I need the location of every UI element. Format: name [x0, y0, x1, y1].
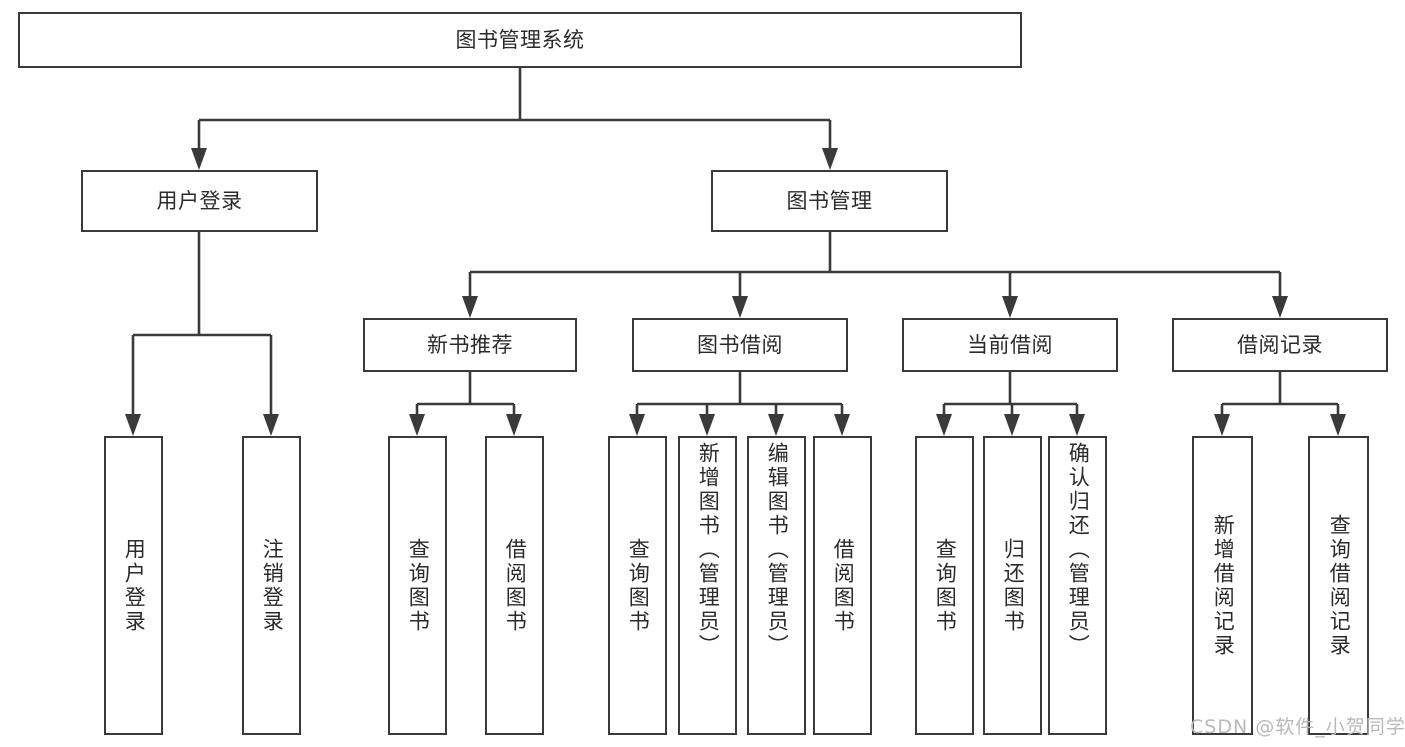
group-2-drop-1-arrowhead — [1004, 414, 1020, 436]
node-leaf-19[interactable]: 查询借阅记录 — [1308, 436, 1369, 735]
node-label: 查询图书 — [933, 537, 958, 634]
group-1-drop-0-arrowhead — [629, 414, 645, 436]
root-drop-1-arrowhead — [822, 148, 838, 170]
group-1-drop-1-arrowhead — [699, 414, 715, 436]
node-label: 查询图书 — [626, 537, 651, 634]
group-2-drop-0-arrowhead — [936, 414, 952, 436]
node-label: 借阅图书 — [503, 537, 528, 634]
group-2-drop-2-arrowhead — [1069, 414, 1085, 436]
group-0-drop-1-arrowhead — [506, 414, 522, 436]
node-leaf-8[interactable]: 注销登录 — [242, 436, 301, 735]
group-3-drop-0-arrowhead — [1214, 414, 1230, 436]
node-level1-2[interactable]: 图书管理 — [711, 170, 948, 232]
node-label: 用户登录 — [156, 188, 243, 213]
group-1-drop-3-arrowhead — [834, 414, 850, 436]
node-leaf-14[interactable]: 借阅图书 — [813, 436, 872, 735]
manage-drop-1-arrowhead — [732, 296, 748, 318]
node-label: 新增借阅记录 — [1211, 513, 1236, 658]
login-drop-0-arrowhead — [125, 414, 141, 436]
manage-drop-2-arrowhead — [1002, 296, 1018, 318]
node-label: 借阅图书 — [831, 537, 856, 634]
group-3-drop-1-arrowhead — [1330, 414, 1346, 436]
manage-drop-0-arrowhead — [462, 296, 478, 318]
node-level1-1[interactable]: 用户登录 — [81, 170, 318, 232]
node-level2-3[interactable]: 新书推荐 — [363, 318, 577, 372]
node-leaf-18[interactable]: 新增借阅记录 — [1192, 436, 1253, 735]
node-label: 确认归还（管理员） — [1066, 442, 1091, 658]
watermark-text: CSDN @软件_小贺同学 — [1190, 716, 1405, 738]
manage-drop-3-arrowhead — [1272, 296, 1288, 318]
node-level2-6[interactable]: 借阅记录 — [1172, 318, 1388, 372]
node-leaf-17[interactable]: 确认归还（管理员） — [1048, 436, 1107, 735]
node-level2-4[interactable]: 图书借阅 — [632, 318, 848, 372]
root-drop-0-arrowhead — [191, 148, 207, 170]
node-label: 新书推荐 — [427, 332, 513, 357]
node-label: 编辑图书（管理员） — [765, 442, 790, 658]
node-leaf-7[interactable]: 用户登录 — [104, 436, 163, 735]
node-label: 图书管理 — [786, 188, 873, 213]
node-label: 图书借阅 — [697, 332, 783, 357]
group-1-drop-2-arrowhead — [768, 414, 784, 436]
node-leaf-15[interactable]: 查询图书 — [915, 436, 974, 735]
node-leaf-11[interactable]: 查询图书 — [608, 436, 667, 735]
login-drop-1-arrowhead — [263, 414, 279, 436]
node-label: 借阅记录 — [1237, 332, 1323, 357]
node-label: 查询借阅记录 — [1327, 513, 1352, 658]
group-0-drop-0-arrowhead — [409, 414, 425, 436]
node-label: 查询图书 — [406, 537, 431, 634]
node-root-0[interactable]: 图书管理系统 — [18, 12, 1022, 68]
node-label: 用户登录 — [122, 537, 147, 634]
node-label: 图书管理系统 — [455, 27, 585, 52]
node-leaf-10[interactable]: 借阅图书 — [485, 436, 544, 735]
node-label: 归还图书 — [1001, 537, 1026, 634]
node-label: 注销登录 — [260, 537, 285, 634]
node-label: 当前借阅 — [967, 332, 1053, 357]
node-label: 新增图书（管理员） — [696, 442, 721, 658]
node-leaf-13[interactable]: 编辑图书（管理员） — [747, 436, 806, 735]
node-leaf-9[interactable]: 查询图书 — [388, 436, 447, 735]
node-level2-5[interactable]: 当前借阅 — [902, 318, 1118, 372]
node-leaf-12[interactable]: 新增图书（管理员） — [678, 436, 737, 735]
node-leaf-16[interactable]: 归还图书 — [983, 436, 1042, 735]
